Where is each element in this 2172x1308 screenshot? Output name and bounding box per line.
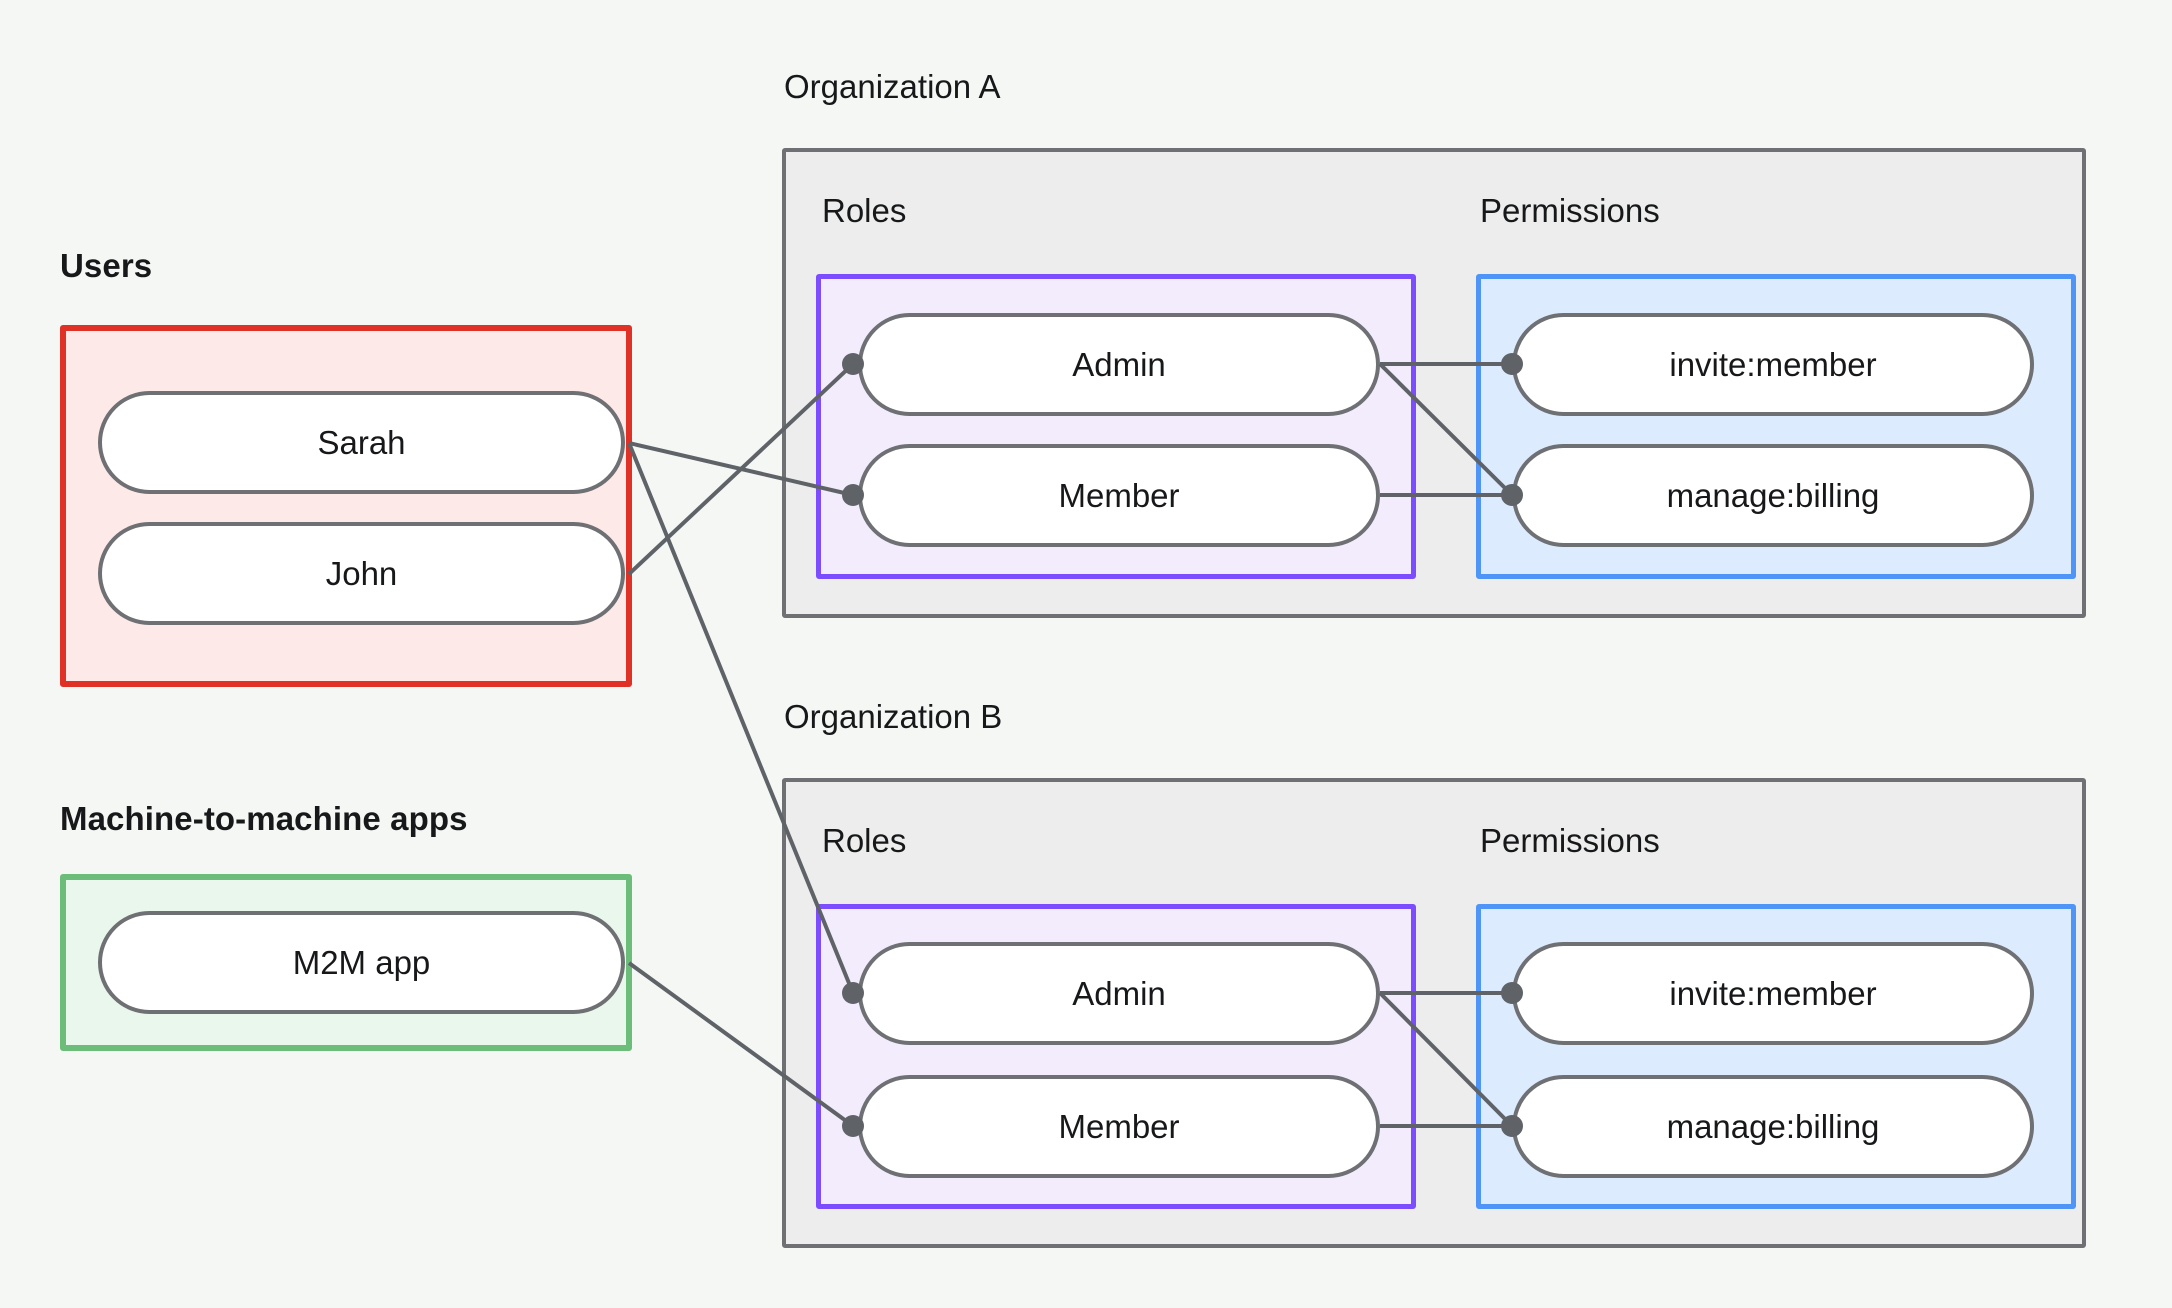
user-node-john[interactable]: John <box>98 522 625 625</box>
organization-a-role-admin[interactable]: Admin <box>858 313 1380 416</box>
organization-a-role-member[interactable]: Member <box>858 444 1380 547</box>
organization-b-role-admin[interactable]: Admin <box>858 942 1380 1045</box>
m2m-node-app[interactable]: M2M app <box>98 911 625 1014</box>
organization-b-roles-label: Roles <box>822 822 907 859</box>
m2m-group-title: Machine-to-machine apps <box>60 800 468 837</box>
organization-b-permissions-label: Permissions <box>1480 822 1660 859</box>
organization-b-title: Organization B <box>784 698 1003 735</box>
organization-b-permission-invite-member[interactable]: invite:member <box>1512 942 2034 1045</box>
organization-b-permission-manage-billing[interactable]: manage:billing <box>1512 1075 2034 1178</box>
users-group-title: Users <box>60 247 153 284</box>
organization-a-roles-label: Roles <box>822 192 907 229</box>
organization-a-permission-invite-member[interactable]: invite:member <box>1512 313 2034 416</box>
organization-b-role-member[interactable]: Member <box>858 1075 1380 1178</box>
organization-a-permissions-label: Permissions <box>1480 192 1660 229</box>
users-container <box>60 325 632 687</box>
organization-a-title: Organization A <box>784 68 1001 105</box>
organization-a-permission-manage-billing[interactable]: manage:billing <box>1512 444 2034 547</box>
user-node-sarah[interactable]: Sarah <box>98 391 625 494</box>
